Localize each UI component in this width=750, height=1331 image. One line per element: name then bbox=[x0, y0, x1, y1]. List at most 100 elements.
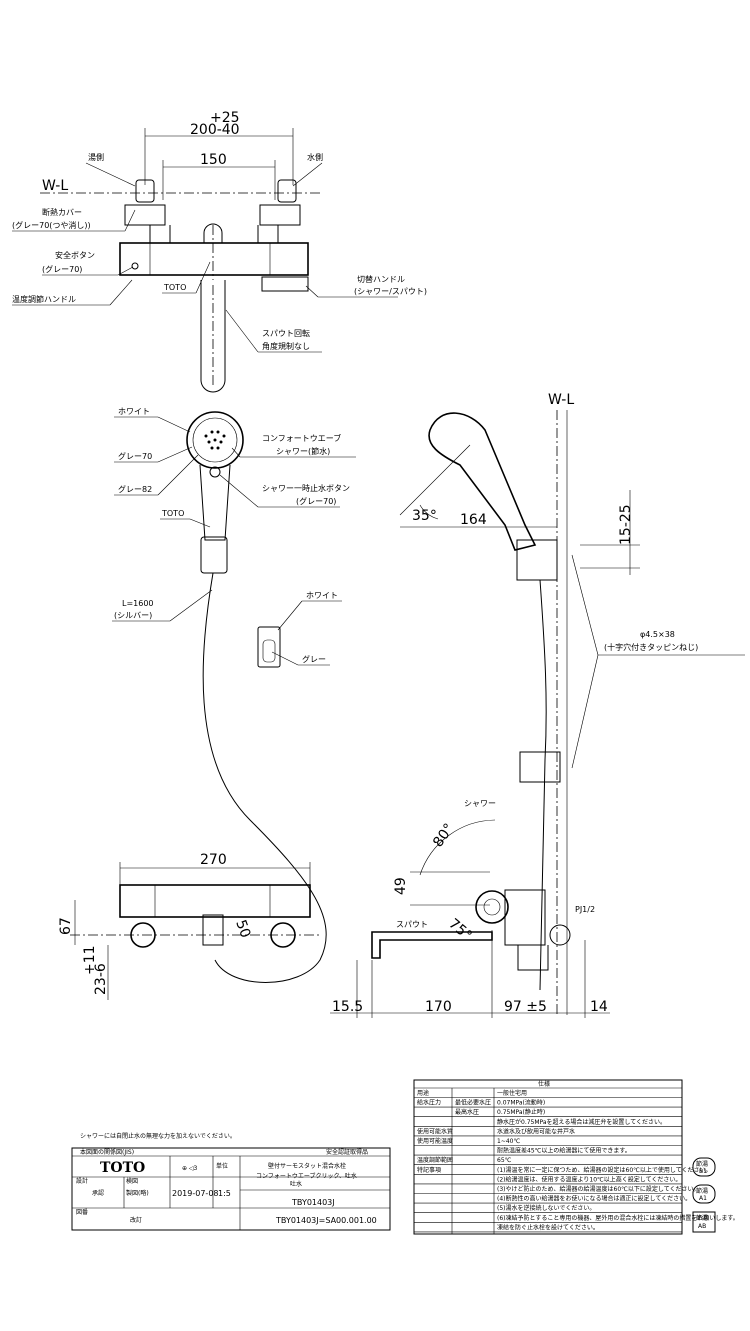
hot-cover bbox=[124, 204, 171, 244]
holder-white-label: ホワイト bbox=[306, 591, 338, 600]
spec-cell-k: 特記事項 bbox=[417, 1166, 441, 1174]
pj-label: PJ1/2 bbox=[575, 905, 595, 914]
safety-button-color: (グレー70) bbox=[42, 264, 82, 274]
dim-15-25: 15-25 bbox=[618, 504, 634, 545]
title-label-drawing: 図番 bbox=[76, 1209, 88, 1216]
stop-button bbox=[209, 466, 221, 478]
holder bbox=[257, 626, 281, 668]
spec-cell-v: 凍結を防ぐ止水栓を設けてください。 bbox=[497, 1223, 599, 1231]
svg-text:A1: A1 bbox=[699, 1195, 707, 1202]
shower-bracket-top bbox=[516, 539, 558, 581]
dim-14: 14 bbox=[590, 999, 608, 1015]
shower-label: シャワー bbox=[464, 799, 496, 808]
insulation-cover-color: (グレー70(つや消し)) bbox=[12, 220, 91, 230]
dim-15-5: 15.5 bbox=[332, 999, 363, 1015]
dim-164: 164 bbox=[460, 512, 487, 528]
cold-water-label: 水側 bbox=[307, 152, 323, 162]
spec-cell-v: 耐熱温度差45℃以上の給湯器にて使用できます。 bbox=[497, 1147, 631, 1155]
hose-connector bbox=[200, 536, 228, 574]
spec-cell-v: 0.07MPa(流動時) bbox=[497, 1099, 545, 1107]
shower-handle bbox=[199, 464, 231, 541]
spec-cell-v: (2)給湯温度は、使用する温度より10℃以上高く設定してください。 bbox=[497, 1175, 681, 1183]
badge-b1: 節湯 B1 bbox=[692, 1157, 716, 1177]
brand-mark-shower: TOTO bbox=[161, 509, 184, 518]
spec-cell-v: 0.75MPa(静止時) bbox=[497, 1108, 545, 1116]
badges: 節湯 B1 節湯 A1 節湯 AB bbox=[692, 1157, 716, 1233]
title-label-approve: 承認 bbox=[92, 1189, 104, 1197]
insulation-cover-label: 断熱カバー bbox=[42, 207, 82, 217]
spec-cell-k2: 最低必要水圧 bbox=[455, 1099, 491, 1107]
title-scale: 1:5 bbox=[218, 1189, 231, 1198]
gray70-label: グレー70 bbox=[118, 451, 152, 461]
spout-side bbox=[371, 931, 493, 959]
badge-ab: 節湯 AB bbox=[692, 1211, 716, 1233]
angle-80: 80° bbox=[430, 821, 457, 851]
title-label-revision: 改訂 bbox=[130, 1216, 142, 1224]
title-drawing-no: TBY01403J=SA00.001.00 bbox=[275, 1216, 377, 1225]
title-label-design: 設計 bbox=[76, 1177, 88, 1185]
svg-text:節湯: 節湯 bbox=[696, 1187, 708, 1195]
dim-inner: 150 bbox=[200, 152, 227, 168]
hot-elbow bbox=[135, 179, 155, 203]
spec-cell-v: 65℃ bbox=[497, 1157, 512, 1164]
side-view: W-L 35° 164 15-25 φ4.5×38 (十字穴付きタッピンねじ) … bbox=[330, 392, 745, 1018]
title-date: 2019-07-08 bbox=[172, 1189, 219, 1198]
slide-bar bbox=[539, 579, 547, 991]
switch-handle-note: (シャワー/スパウト) bbox=[354, 287, 427, 296]
spec-cell-v: (5)湯水を逆接続しないでください。 bbox=[497, 1204, 595, 1212]
badge-a1: 節湯 A1 bbox=[692, 1184, 716, 1204]
spec-header: 仕様 bbox=[538, 1080, 550, 1088]
svg-text:B1: B1 bbox=[699, 1168, 707, 1175]
spout-top bbox=[200, 280, 226, 393]
dim-11: +11 bbox=[82, 945, 98, 975]
title-model: TBY01403J bbox=[291, 1198, 335, 1207]
dim-pitch: 200-40 bbox=[190, 122, 240, 138]
svg-text:⊕ ◁3: ⊕ ◁3 bbox=[182, 1165, 198, 1172]
spout-front bbox=[202, 914, 224, 946]
title-brand: TOTO bbox=[100, 1160, 145, 1176]
stop-button-color: (グレー70) bbox=[296, 496, 336, 506]
angle-35: 35° bbox=[412, 508, 437, 524]
title-block: シャワーには自閉止水の無理な力を加えないでください。 本図面の関係図(JIS) … bbox=[71, 1132, 391, 1231]
cold-elbow bbox=[277, 179, 297, 203]
hose-color-label: (シルバー) bbox=[114, 611, 152, 620]
title-label-drawn: 製図(略) bbox=[126, 1189, 149, 1197]
title-product-sub: コンフォートウエーブクリック、吐水 bbox=[256, 1172, 357, 1180]
spec-cell-v: (1)湯温を常に一定に保つため、給湯器の設定は60℃以上で使用してください。 bbox=[497, 1166, 712, 1174]
spec-cell-k: 使用可能温度 bbox=[417, 1137, 453, 1145]
spec-cell-k2: 最高水圧 bbox=[455, 1108, 479, 1116]
hot-water-label: 湯側 bbox=[88, 152, 104, 162]
dim-tolerance: +25 bbox=[210, 110, 240, 126]
spec-cell-v: (6)凍結予防とすること専用の機器、屋外用の混合水栓には凍結時の措置をお願いしま… bbox=[497, 1214, 739, 1222]
comfort-wave-label: コンフォートウエーブ bbox=[262, 433, 341, 443]
shower-head-side bbox=[428, 412, 537, 551]
spout-label: スパウト bbox=[396, 920, 428, 929]
shower-bracket-bottom bbox=[519, 751, 561, 783]
faucet-body-top bbox=[119, 242, 309, 276]
faucet-body-front bbox=[119, 884, 311, 918]
title-note: シャワーには自閉止水の無理な力を加えないでください。 bbox=[80, 1132, 236, 1140]
shower-head-face bbox=[186, 411, 244, 469]
gray82-label: グレー82 bbox=[118, 484, 152, 494]
spec-cell-v: (4)断熱性の高い給湯器をお使いになる場合は適正に設定してください。 bbox=[497, 1195, 691, 1203]
dim-49: 49 bbox=[393, 877, 409, 895]
dim-67: 67 bbox=[58, 917, 74, 935]
cold-cover bbox=[257, 204, 301, 244]
spec-cell-k: 温度調節範囲 bbox=[417, 1156, 453, 1164]
dim-170: 170 bbox=[425, 999, 452, 1015]
comfort-wave-note: シャワー(節水) bbox=[276, 446, 330, 456]
spec-cell-v: 静水圧が0.75MPaを超える場合は減圧弁を設置してください。 bbox=[497, 1118, 666, 1126]
spout-rotation-label: スパウト回転 bbox=[262, 329, 310, 338]
title-label-units: 単位 bbox=[216, 1162, 228, 1170]
screw-label: φ4.5×38 bbox=[640, 630, 675, 639]
holder-gray-label: グレー bbox=[302, 654, 326, 664]
faucet-body-side bbox=[504, 889, 546, 946]
safety-button-label: 安全ボタン bbox=[55, 250, 95, 260]
switch-handle-label: 切替ハンドル bbox=[357, 274, 405, 284]
temp-handle-label: 温度調節ハンドル bbox=[12, 294, 76, 304]
dim-270: 270 bbox=[200, 852, 227, 868]
screw-note: (十字穴付きタッピンねじ) bbox=[604, 642, 698, 652]
